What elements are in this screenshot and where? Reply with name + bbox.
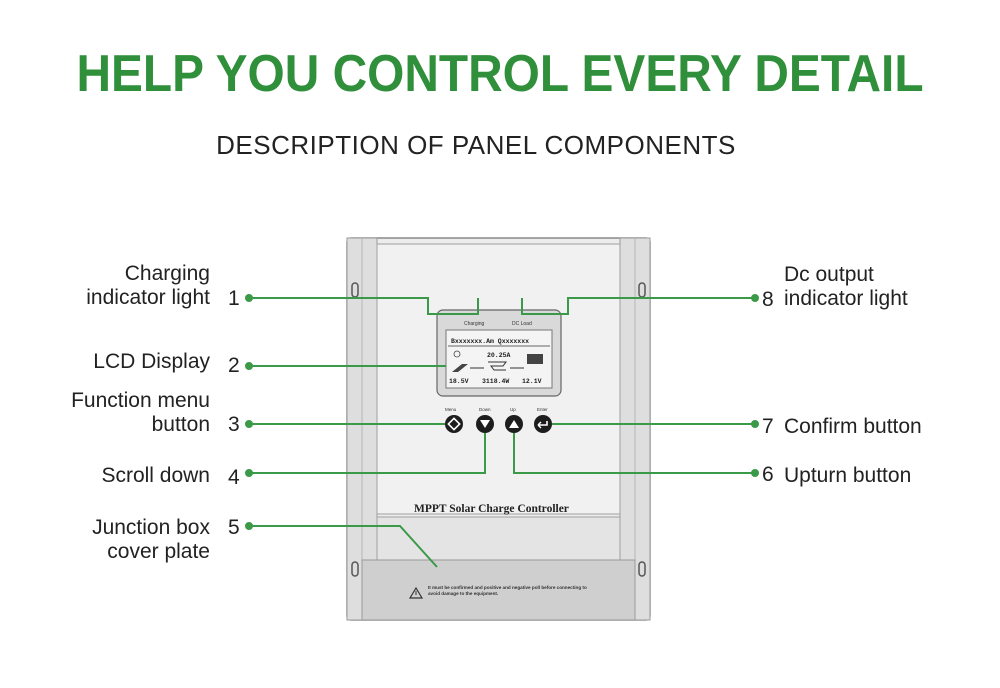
cover-plate-lower — [361, 559, 636, 621]
enter-icon — [534, 415, 552, 433]
warning-icon — [408, 586, 424, 599]
led-charging-label: Charging — [464, 321, 485, 327]
btn-label-menu: Menu — [445, 407, 457, 412]
leader-6 — [513, 433, 755, 474]
callout-number-5: 5 — [228, 516, 240, 539]
leader-1 — [249, 297, 479, 315]
label-confirm-button: Confirm button — [784, 415, 922, 438]
brand-label: MPPT Solar Charge Controller — [414, 503, 569, 515]
mounting-hole-icon — [351, 282, 646, 577]
lcd-top-line: Bxxxxxxx.Am Qxxxxxxx — [451, 338, 529, 345]
callout-number-7: 7 — [762, 415, 774, 438]
headline: HELP YOU CONTROL EVERY DETAIL — [76, 45, 924, 103]
flow-icon — [488, 361, 507, 371]
btn-label-enter: Enter — [537, 407, 548, 412]
leader-5 — [249, 525, 438, 568]
leader-4 — [249, 433, 486, 474]
subheading: DESCRIPTION OF PANEL COMPONENTS — [216, 130, 736, 160]
warning-text: It must be confirmed and positive and ne… — [428, 585, 587, 596]
menu-button-icon — [445, 415, 463, 433]
solar-panel-icon — [452, 364, 468, 372]
callout-number-2: 2 — [228, 354, 240, 377]
callout-number-8: 8 — [762, 288, 774, 311]
lcd-power: 3118.4W — [482, 378, 509, 385]
battery-icon — [527, 354, 543, 364]
lcd-pv-voltage: 18.5V — [449, 378, 469, 385]
down-arrow-icon — [476, 415, 494, 433]
callout-number-1: 1 — [228, 287, 240, 310]
btn-label-down: Down — [479, 407, 491, 412]
callout-number-4: 4 — [228, 466, 240, 489]
callout-number-6: 6 — [762, 463, 774, 486]
leader-8 — [521, 297, 755, 315]
led-dc-label: DC Load — [512, 321, 532, 327]
callout-number-3: 3 — [228, 413, 240, 436]
lcd-current: 20.25A — [487, 352, 511, 359]
label-scroll-down: Scroll down — [101, 464, 210, 487]
btn-label-up: Up — [510, 407, 516, 412]
lcd-batt-voltage: 12.1V — [522, 378, 542, 385]
label-upturn-button: Upturn button — [784, 464, 912, 487]
label-lcd-display: LCD Display — [93, 350, 210, 373]
up-arrow-icon — [505, 415, 523, 433]
